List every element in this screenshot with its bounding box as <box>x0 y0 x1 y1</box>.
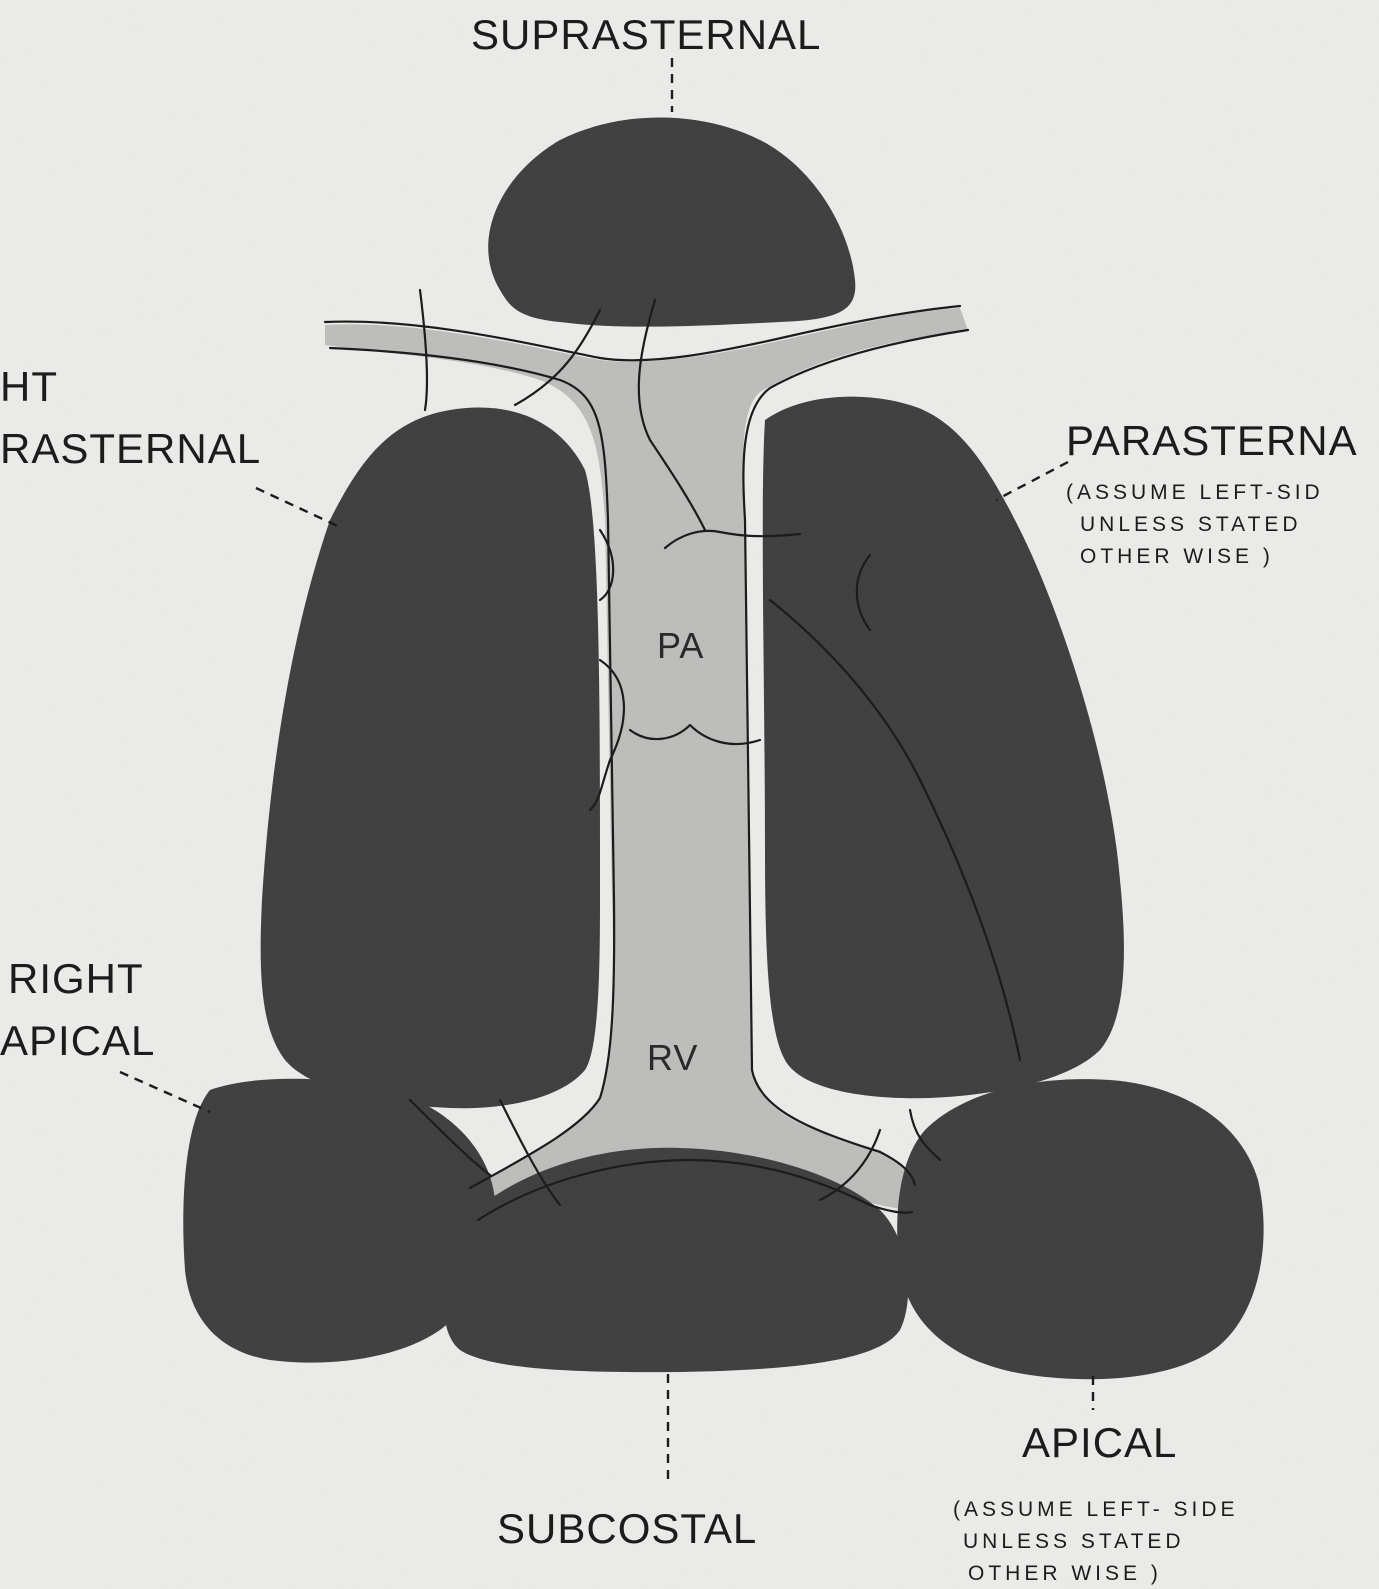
apical-label: APICAL <box>1022 1422 1177 1464</box>
right-apical-label-line2: APICAL <box>0 1020 155 1062</box>
right-apical-label-line1: RIGHT <box>8 958 144 1000</box>
apical-note-line1: (ASSUME LEFT- SIDE <box>953 1497 1239 1523</box>
parasternal-note-line1: (ASSUME LEFT-SID <box>1066 480 1324 506</box>
subcostal-label: SUBCOSTAL <box>497 1508 757 1550</box>
right-parasternal-label-line2: RASTERNAL <box>0 428 261 470</box>
right-parasternal-label-line1: HT <box>0 366 58 408</box>
pa-label: PA <box>657 628 704 664</box>
apical-note-line2: UNLESS STATED <box>963 1529 1185 1555</box>
suprasternal-label: SUPRASTERNAL <box>471 14 821 56</box>
parasternal-note-line2: UNLESS STATED <box>1080 512 1302 538</box>
parasternal-note-line3: OTHER WISE ) <box>1080 544 1274 570</box>
apical-note-line3: OTHER WISE ) <box>968 1561 1162 1587</box>
rv-label: RV <box>647 1040 698 1076</box>
parasternal-label: PARASTERNA <box>1066 420 1358 462</box>
